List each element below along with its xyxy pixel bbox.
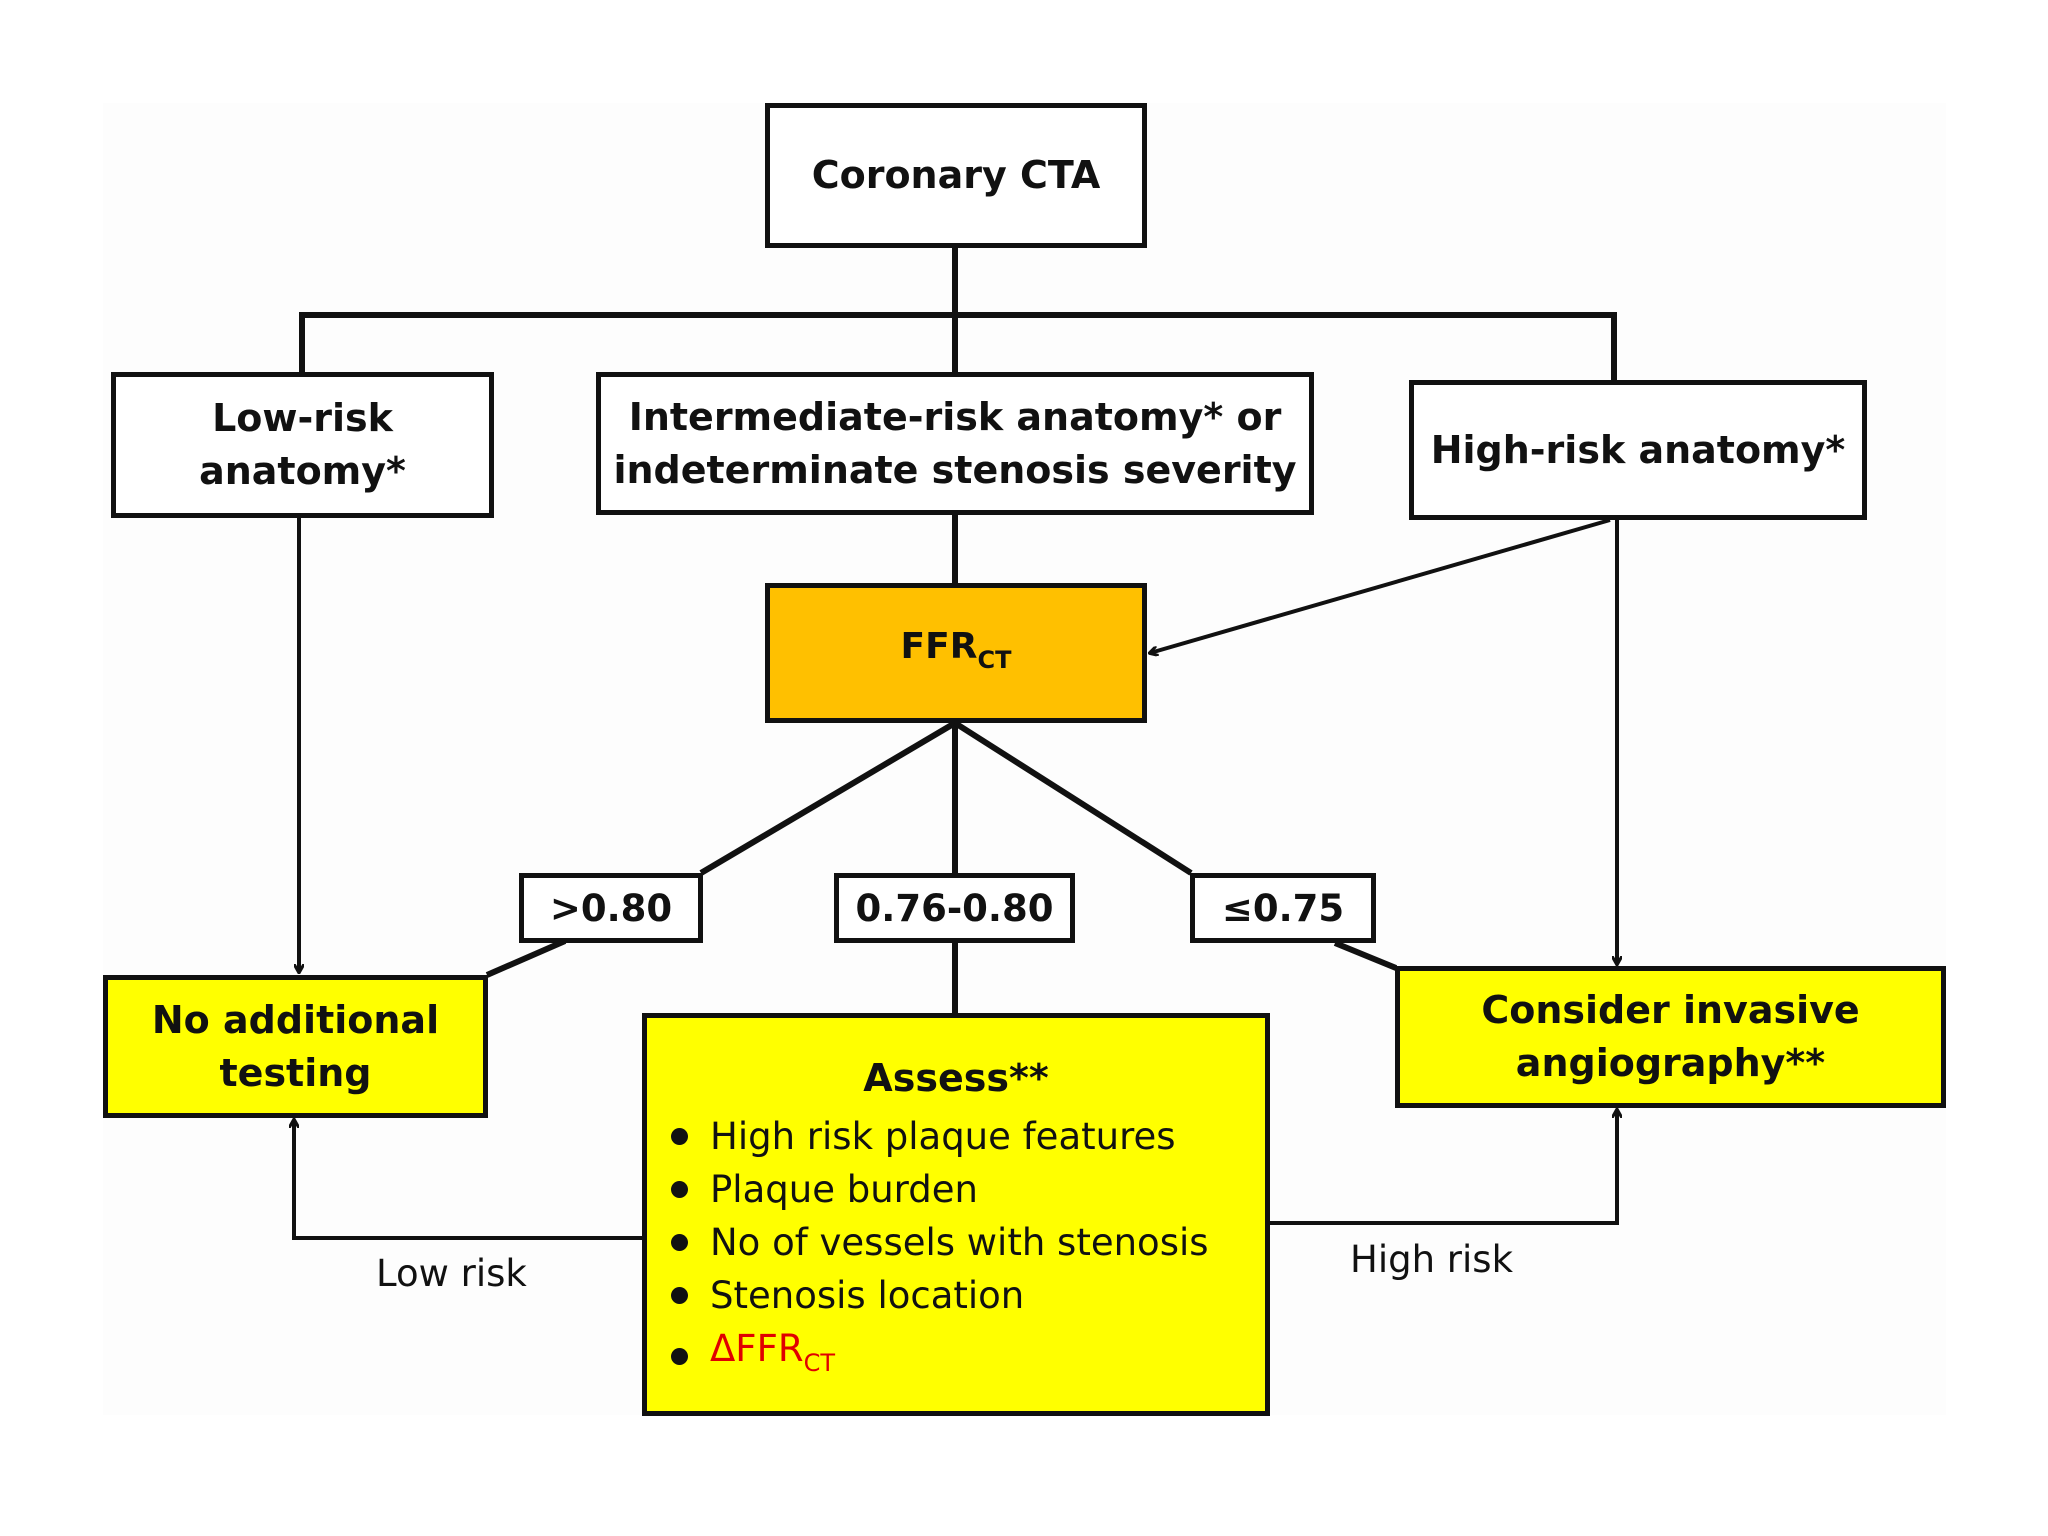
- no-additional-testing-box: No additional testing: [103, 975, 488, 1118]
- bullet-icon: [671, 1181, 688, 1198]
- threshold-mid-label: 0.76-0.80: [855, 886, 1054, 930]
- invasive-label-line2: angiography**: [1515, 1041, 1826, 1085]
- assess-item: No of vessels with stenosis: [671, 1216, 1209, 1269]
- low-risk-anatomy-box: Low-risk anatomy*: [111, 372, 494, 518]
- ffr-text: FFR: [900, 625, 978, 667]
- assess-list: High risk plaque features Plaque burden …: [671, 1110, 1209, 1390]
- assess-item: Stenosis location: [671, 1269, 1209, 1322]
- delta-ffr-subscript: CT: [803, 1349, 836, 1377]
- intermediate-risk-box: Intermediate-risk anatomy* or indetermin…: [596, 372, 1314, 515]
- low-thresh-to-invasive-line: [1333, 940, 1398, 971]
- assess-to-no-testing-arrow: [294, 1120, 642, 1240]
- threshold-low-label: ≤0.75: [1221, 886, 1345, 930]
- coronary-cta-box: Coronary CTA: [765, 103, 1147, 248]
- branch-bar: [299, 312, 1617, 380]
- no-testing-label-line2: testing: [219, 1050, 372, 1095]
- intermediate-label-line1: Intermediate-risk anatomy* or: [628, 394, 1282, 439]
- assess-item-text: Plaque burden: [710, 1168, 978, 1211]
- threshold-high-box: >0.80: [519, 873, 703, 943]
- delta-ffr-text: ΔFFR: [710, 1327, 804, 1370]
- bullet-icon: [671, 1347, 688, 1365]
- assess-item-text: No of vessels with stenosis: [710, 1221, 1209, 1264]
- low-risk-label-line1: Low-risk: [212, 396, 393, 440]
- bullet-icon: [671, 1287, 688, 1304]
- high-risk-anatomy-box: High-risk anatomy*: [1409, 380, 1867, 520]
- assess-box: Assess** High risk plaque features Plaqu…: [642, 1013, 1270, 1416]
- high-thresh-to-no-testing-line: [485, 938, 567, 978]
- delta-ffr-ct-label: ΔFFRCT: [710, 1322, 835, 1390]
- assess-to-invasive-arrow: [1270, 1110, 1617, 1225]
- threshold-mid-box: 0.76-0.80: [834, 873, 1075, 943]
- bullet-icon: [671, 1234, 688, 1251]
- ffr-ct-label: FFRCT: [901, 620, 1012, 687]
- threshold-high-label: >0.80: [549, 886, 673, 930]
- ffr-to-low-thresh-line: [953, 720, 1193, 876]
- assess-item-text: Stenosis location: [710, 1274, 1025, 1317]
- threshold-low-box: ≤0.75: [1190, 873, 1376, 943]
- invasive-label-line1: Consider invasive: [1481, 988, 1860, 1032]
- high-risk-edge-label: High risk: [1350, 1238, 1513, 1281]
- low-risk-edge-label: Low risk: [376, 1252, 527, 1295]
- assess-item: Plaque burden: [671, 1163, 1209, 1216]
- ffr-to-high-thresh-line: [699, 720, 957, 876]
- no-testing-label-line1: No additional: [151, 997, 440, 1042]
- bullet-icon: [671, 1128, 688, 1145]
- ffr-subscript: CT: [977, 645, 1012, 674]
- ffr-ct-box: FFRCT: [765, 583, 1147, 723]
- consider-invasive-angiography-box: Consider invasive angiography**: [1395, 966, 1946, 1108]
- high-risk-label: High-risk anatomy*: [1430, 427, 1846, 472]
- assess-item-text: High risk plaque features: [710, 1115, 1176, 1158]
- assess-item: High risk plaque features: [671, 1110, 1209, 1163]
- intermediate-label-line2: indeterminate stenosis severity: [613, 447, 1297, 492]
- low-risk-label-line2: anatomy*: [199, 449, 406, 493]
- assess-title: Assess**: [863, 1056, 1049, 1100]
- coronary-cta-label: Coronary CTA: [811, 153, 1101, 197]
- assess-item: ΔFFRCT: [671, 1322, 1209, 1390]
- high-risk-to-ffr-arrow: [1150, 518, 1611, 653]
